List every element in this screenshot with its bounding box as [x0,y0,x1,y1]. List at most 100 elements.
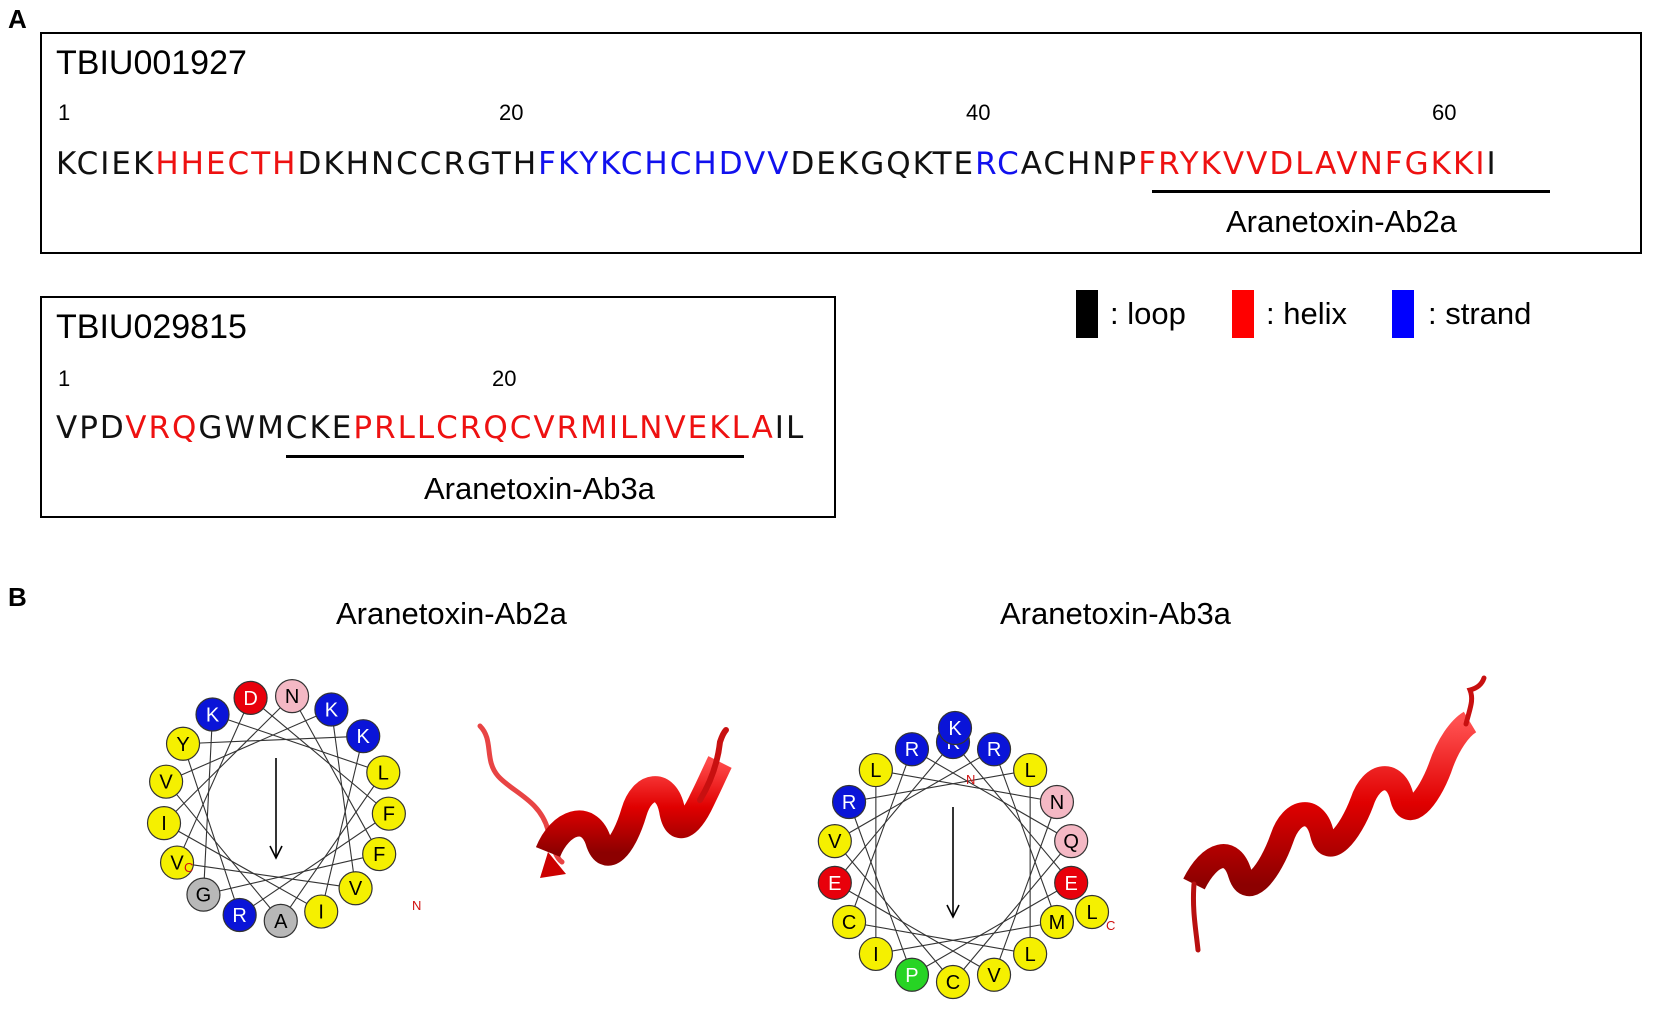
residue-circle [149,764,184,799]
residue-label: V [170,853,184,875]
sequence-id-2: TBIU029815 [56,308,247,346]
residue-circle [858,752,893,788]
residue-label: Q [1063,831,1079,853]
seq1-segment-loop: I [1486,146,1498,182]
wheel-chord [320,736,364,912]
residue-label: P [905,965,918,987]
residue-circle [1039,904,1075,940]
residue-circle [817,824,852,859]
residue-circle [346,719,381,754]
residue-label: L [378,763,389,785]
wheel-chord [848,801,913,975]
residue-circle [1013,752,1048,788]
wheel-chord [911,882,1072,976]
residue-circle [937,710,973,746]
residue-circle [371,796,406,831]
residue-circle [894,957,930,992]
residue-circle [858,936,893,972]
wheel-2-title: Aranetoxin-Ab3a [1000,596,1231,631]
residue-circle [1039,784,1075,820]
position-number-40: 40 [966,100,991,125]
residue-label: R [842,792,856,814]
seq2-segment-helix: VRQ [125,410,199,446]
seq1-segment-loop: DEKGQKTE [790,146,976,182]
panel-b-letter: B [8,582,27,612]
peptide-underline-1 [1152,190,1550,193]
c-terminus-label: C [184,860,193,875]
sequence-1: KCIEKHHECTHDKHNCCRGTHFKYKCHCHDVVDEKGQKTE… [56,146,1498,182]
residue-label: E [1065,873,1078,895]
wheel-chord [239,813,390,916]
wheel-chord [165,781,282,922]
residue-label: G [196,885,212,907]
wheel-chord [280,772,384,922]
legend-label-helix: : helix [1266,296,1347,331]
wheel-chord [911,748,1072,842]
moment-arrowhead [269,845,283,860]
wheel-chord [182,743,241,916]
residue-label: K [948,718,962,740]
seq2-segment-helix: PRLLCRQCVRMILNVEKLA [353,410,775,446]
residue-circle [263,903,298,938]
seq1-segment-strand: RC [975,146,1021,182]
residue-circle [976,732,1012,767]
residue-label: K [325,700,339,722]
position-number-20b: 20 [492,366,517,391]
residue-label: C [946,972,960,994]
position-number-1b: 1 [58,366,71,391]
residue-circle [186,877,221,912]
residue-circle [159,845,195,880]
residue-circle [314,692,349,727]
residue-label: Y [176,734,189,756]
n-terminus-label: N [966,772,975,787]
residue-label: F [383,804,395,826]
legend-label-loop: : loop [1110,296,1186,331]
panel-a-letter: A [8,4,27,34]
residue-label: L [1086,902,1097,924]
wheel-chord [163,822,322,913]
legend-swatch-strand [1392,290,1414,338]
wheel-chord [163,695,293,824]
residue-circle [894,732,930,767]
residue-circle [304,894,339,929]
wheel-chord [212,713,384,774]
residue-circle [976,957,1012,992]
seq1-segment-strand: FKYKCHCHDVV [538,146,791,182]
wheel-chord [834,741,954,884]
residue-label: R [987,739,1001,761]
wheel-chord [834,882,995,976]
sequence-box-1: TBIU001927 1 20 40 60 KCIEKHHECTHDKHNCCR… [40,32,1642,254]
residue-label: I [318,902,324,924]
residue-label: V [349,878,363,900]
wheel-chord [952,741,1072,884]
c-terminus-label: C [1106,918,1115,933]
position-number-20: 20 [499,100,524,125]
n-terminus-label: N [412,898,421,913]
residue-label: E [828,873,841,895]
seq1-segment-loop: DKHNCCRGTH [297,146,539,182]
peptide-label-1: Aranetoxin-Ab2a [1226,204,1457,239]
residue-circle [195,697,230,732]
residue-circle [1054,865,1089,900]
peptide-underline-2 [286,455,744,458]
residue-label: V [159,772,173,794]
residue-circle [222,897,257,933]
wheel-chord [250,697,390,815]
residue-circle [366,755,401,790]
wheel-chord [952,840,1072,983]
residue-label: N [1050,792,1064,814]
wheel-chord [875,769,1058,803]
residue-circle [233,680,268,715]
moment-arrowhead [946,904,960,919]
peptide-label-2: Aranetoxin-Ab3a [424,471,655,506]
residue-label: V [828,831,842,853]
residue-label: I [873,944,879,966]
residue-label: C [842,912,856,934]
sequence-box-2: TBIU029815 1 20 VPDVRQGWMCKEPRLLCRQCVRMI… [40,296,836,518]
wheel-chord [330,709,357,889]
residue-label: N [285,686,299,708]
wheel-chord [993,749,1058,923]
residue-circle [1054,824,1089,859]
residue-label: I [161,813,167,835]
